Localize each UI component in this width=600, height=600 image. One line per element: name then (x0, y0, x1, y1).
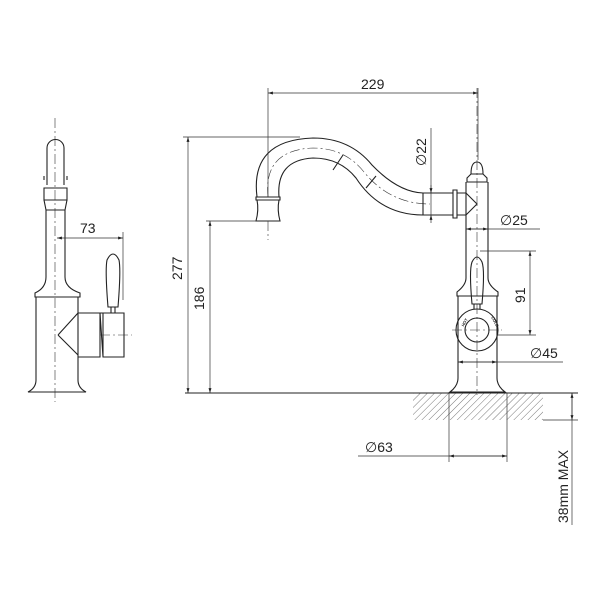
body-shoulder (456, 277, 499, 297)
spout-aerator (255, 196, 281, 222)
spout-outer (255, 137, 424, 198)
dim-45-label: ∅45 (530, 345, 558, 361)
spout-outlet-pipe (422, 192, 453, 216)
side-stem (43, 199, 68, 277)
side-view: 73 (27, 118, 132, 402)
lever-handle (469, 256, 485, 309)
side-shoulder (34, 276, 81, 298)
dimensions: 229 277 186 ∅22 ∅25 91 ∅45 ∅63 38mm MAX (169, 76, 574, 525)
spout-connector (452, 189, 478, 219)
side-spout-top (46, 139, 65, 185)
tap-body: HOT COLD (448, 88, 507, 395)
dim-73-label: 73 (80, 220, 96, 236)
spout-centerline (267, 147, 431, 205)
spout (255, 137, 478, 240)
dim-63-label: ∅63 (365, 439, 393, 455)
dim-38-label: 38mm MAX (555, 449, 571, 523)
cold-marking: COLD (490, 315, 500, 327)
spout-joint-1 (332, 154, 344, 171)
spout-inner (278, 157, 424, 216)
dim-186-label: 186 (191, 286, 207, 310)
hot-marking: HOT (460, 317, 469, 327)
dim-22-label: ∅22 (413, 138, 429, 166)
side-outlet (57, 312, 101, 358)
dim-277-label: 277 (169, 256, 185, 280)
dim-229-label: 229 (361, 76, 385, 92)
lower-body (448, 296, 507, 393)
bench-hatch (413, 393, 543, 420)
dim-91-label: 91 (512, 287, 528, 303)
top-cap (466, 161, 488, 183)
spout-joint-2 (365, 175, 377, 189)
side-lever-handle (105, 253, 121, 313)
dim-25-label: ∅25 (500, 212, 528, 228)
side-body (27, 297, 87, 393)
